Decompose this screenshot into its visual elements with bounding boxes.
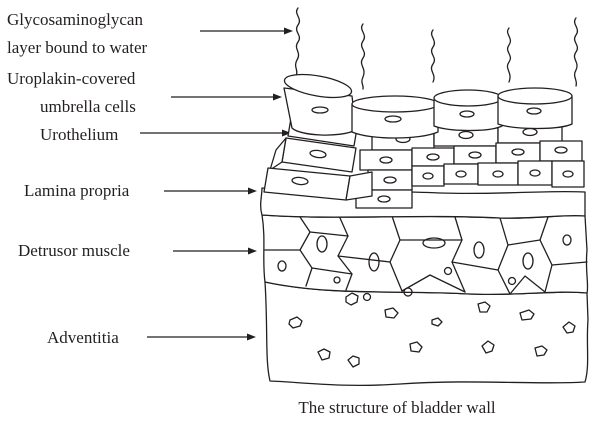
umbrella-cell <box>352 96 438 138</box>
label-group: Glycosaminoglycan layer bound to water U… <box>7 10 148 347</box>
lamina-propria-label: Lamina propria <box>24 181 130 200</box>
urothelial-cell <box>270 138 286 170</box>
gag-strand <box>431 30 434 82</box>
detrusor-arrowhead <box>248 248 257 255</box>
urothelial-cell <box>552 161 584 187</box>
urothelial-cell <box>478 163 518 185</box>
umbrella-cell <box>434 90 502 131</box>
urothelial-cell <box>368 170 412 190</box>
adventitia-label: Adventitia <box>47 328 119 347</box>
urothelial-cell <box>412 148 454 166</box>
detrusor-layer <box>262 215 588 301</box>
umbrella-cell-layer <box>283 70 572 138</box>
gag-strand <box>296 8 300 76</box>
urothelium-label: Urothelium <box>40 125 118 144</box>
adventitia-tissue <box>265 282 588 385</box>
figure-caption: The structure of bladder wall <box>298 398 496 417</box>
umbrella-label-line1: Uroplakin-covered <box>7 69 136 88</box>
umbrella-cell <box>283 70 356 135</box>
gag-strand <box>574 18 577 86</box>
gag-arrowhead <box>284 28 293 35</box>
adventitia-layer <box>265 282 588 385</box>
urothelial-cell <box>444 164 478 184</box>
gag-label-line1: Glycosaminoglycan <box>7 10 143 29</box>
gag-strand <box>507 28 510 82</box>
urothelial-cell <box>346 172 372 200</box>
umbrella-cell-top <box>498 88 572 104</box>
urothelial-cell <box>518 161 552 185</box>
umbrella-arrowhead <box>273 94 282 101</box>
urothelial-cell <box>360 150 412 170</box>
detrusor-muscle-label: Detrusor muscle <box>18 241 130 260</box>
lamina-arrowhead <box>248 188 257 195</box>
adventitia-arrowhead <box>247 334 256 341</box>
urothelial-cell <box>496 143 540 163</box>
gag-strands <box>296 8 578 89</box>
gag-strand <box>361 24 364 89</box>
gag-label-line2: layer bound to water <box>7 38 148 57</box>
urothelial-cell <box>412 166 444 186</box>
urothelial-cell <box>540 141 582 161</box>
umbrella-cell-top <box>434 90 502 106</box>
urothelial-cell <box>454 146 496 164</box>
umbrella-label-line2: umbrella cells <box>40 97 136 116</box>
detrusor-tissue <box>262 215 588 294</box>
umbrella-cell-top <box>352 96 438 112</box>
umbrella-cell <box>498 88 572 129</box>
